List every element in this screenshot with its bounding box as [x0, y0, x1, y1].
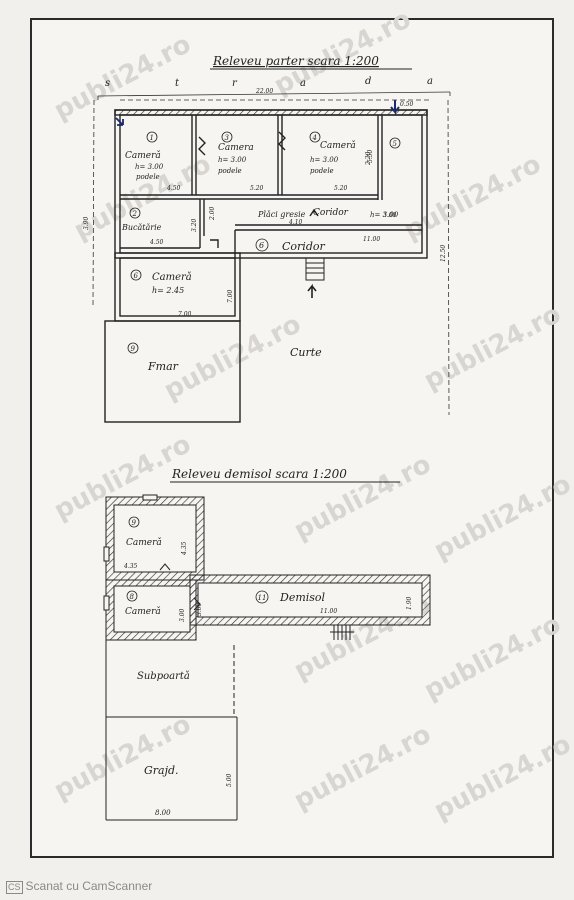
- dimension: 3.00: [179, 608, 186, 622]
- outbuildings: [105, 640, 238, 821]
- watermark: publi24.ro: [429, 469, 574, 566]
- room-height: h= 3.00: [310, 156, 339, 164]
- watermark: publi24.ro: [399, 149, 546, 246]
- room-number: 3: [225, 134, 230, 142]
- room-name: Fmar: [147, 360, 179, 373]
- dimension: 3.20: [191, 218, 198, 232]
- dimension: 5.00: [226, 773, 233, 787]
- dimension: 11.00: [320, 608, 337, 615]
- watermark: publi24.ro: [429, 729, 574, 826]
- room-name: Demisol: [279, 591, 326, 604]
- room-number: 9: [132, 519, 137, 527]
- room-number: 4: [312, 134, 317, 142]
- room-number: 8: [130, 593, 135, 601]
- watermark-group: publi24.ro publi24.ro publi24.ro publi24…: [49, 4, 574, 826]
- dimension: 7.00: [178, 311, 192, 318]
- ground-floor-title: Releveu parter scara 1:200: [212, 54, 379, 68]
- scanner-footer-text: Scanat cu CamScanner: [25, 879, 153, 893]
- dimension: 4.10: [288, 219, 303, 226]
- room-number: 1: [150, 134, 154, 142]
- dimension: 12.50: [440, 245, 447, 262]
- dimension: 8.00: [155, 809, 171, 817]
- entrance-stairs: [305, 257, 325, 281]
- room-number: 11: [258, 594, 267, 602]
- ground-floor-walls: [104, 109, 428, 423]
- dimension: 2.20: [365, 151, 372, 166]
- plan-sheet: [30, 18, 554, 858]
- room-height: h= 3.00: [135, 163, 164, 171]
- room-height: h= 3.00: [218, 156, 247, 164]
- dimension: 5.20: [334, 185, 348, 192]
- entrance-arrow-icon: [390, 100, 400, 115]
- dimension: 5.20: [250, 185, 264, 192]
- corridor-height: h= 3.00: [370, 211, 399, 219]
- corridor-number: 6: [259, 241, 264, 250]
- street-length: 22.00: [255, 88, 273, 95]
- dimension: 5.50: [367, 149, 374, 163]
- watermark: publi24.ro: [49, 709, 196, 806]
- room-floor: podele: [310, 167, 334, 175]
- room-floor: podele: [136, 173, 160, 181]
- watermark: publi24.ro: [289, 449, 436, 546]
- watermark: publi24.ro: [419, 609, 566, 706]
- room-name: Camerǎ: [320, 140, 356, 151]
- watermark: publi24.ro: [159, 309, 306, 406]
- room-name: Camera: [218, 143, 254, 153]
- watermark: publi24.ro: [269, 4, 416, 101]
- dimension: 3.00: [196, 602, 203, 616]
- grajd-label: Grajd.: [144, 764, 179, 777]
- basement-walls: [103, 494, 431, 641]
- street-letter: s: [105, 78, 110, 89]
- room-name: Camerǎ: [126, 537, 162, 548]
- dimension: 1.90: [406, 596, 413, 610]
- room-number: 9: [131, 345, 136, 353]
- dimension: 0.50: [400, 101, 414, 108]
- room-number: 5: [393, 140, 398, 148]
- dimension: 3.90: [83, 216, 90, 230]
- room-floor: podele: [218, 167, 242, 175]
- room-name: Camerǎ: [125, 150, 161, 161]
- room-number: 6: [134, 272, 139, 280]
- dimension: 4.50: [166, 185, 181, 192]
- basement-title: Releveu demisol scara 1:200: [171, 467, 347, 481]
- street-letter: d: [365, 76, 371, 87]
- dimension: 7.00: [227, 289, 234, 303]
- dimension: 2.00: [209, 206, 216, 221]
- entrance-arrow-icon: [307, 283, 317, 298]
- room-name: Camerǎ: [152, 272, 192, 283]
- room-name: Bucǎtǎrie: [121, 223, 162, 232]
- watermark: publi24.ro: [419, 299, 566, 396]
- room-height: h= 2.45: [152, 286, 184, 295]
- camscanner-icon: CS: [6, 881, 23, 894]
- subpoarta-label: Subpoartǎ: [137, 671, 190, 682]
- entrance-arrow-icon: [115, 117, 124, 126]
- room-number: 2: [132, 210, 138, 218]
- tiles-label: Plǎci gresie: [257, 210, 306, 219]
- courtyard-label: Curte: [290, 346, 322, 359]
- dimension: 4.35: [181, 541, 188, 556]
- street-letter: t: [175, 78, 180, 89]
- street-letter: r: [232, 78, 238, 89]
- corridor-label: Coridor: [313, 208, 349, 218]
- watermark: publi24.ro: [289, 719, 436, 816]
- street-letter: a: [427, 76, 433, 87]
- street-letter: a: [300, 78, 306, 89]
- basement-stairs: [330, 625, 354, 640]
- room-name: Camerǎ: [125, 606, 161, 617]
- dimension: 4.35: [123, 563, 138, 570]
- corridor-label: Coridor: [282, 240, 325, 253]
- dimension: 11.00: [363, 236, 380, 243]
- dimension: 4.50: [149, 239, 164, 246]
- dimension: 3.00: [383, 212, 397, 219]
